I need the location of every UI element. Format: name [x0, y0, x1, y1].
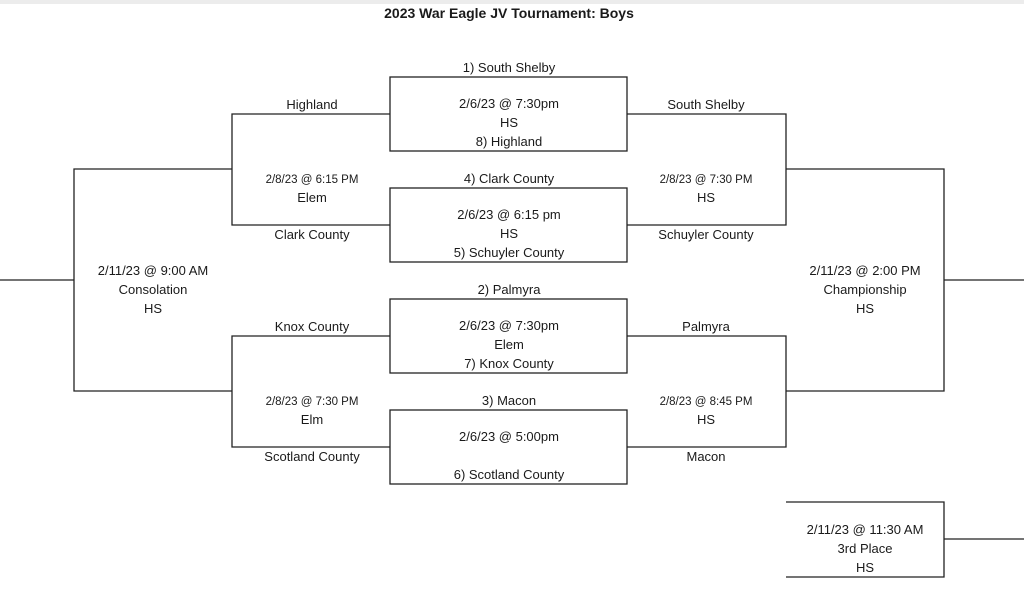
- consolation-semi-2: [231, 335, 390, 448]
- game-site: Elem: [494, 337, 524, 352]
- team-label: 5) Schuyler County: [453, 245, 565, 260]
- game-date: 2/11/23 @ 11:30 AM: [806, 522, 924, 537]
- game-date: 2/6/23 @ 6:15 pm: [457, 207, 561, 222]
- team-label: 1) South Shelby: [462, 60, 556, 75]
- game-label: 3rd Place: [837, 541, 893, 556]
- game-date: 2/8/23 @ 8:45 PM: [659, 396, 753, 408]
- team-label: Schuyler County: [658, 227, 754, 242]
- game-site: HS: [499, 226, 519, 241]
- top-border: [0, 0, 1024, 4]
- game-label: Consolation: [118, 282, 188, 297]
- game-site: HS: [855, 301, 875, 316]
- team-label: South Shelby: [667, 97, 745, 112]
- game-label: Championship: [823, 282, 907, 297]
- team-label: Highland: [286, 97, 338, 112]
- game-site: Elm: [300, 412, 324, 427]
- team-label: 2) Palmyra: [477, 282, 541, 297]
- team-label: Knox County: [274, 319, 350, 334]
- game-date: 2/8/23 @ 7:30 PM: [659, 174, 753, 186]
- team-label: 6) Scotland County: [453, 467, 565, 482]
- team-label: Clark County: [274, 227, 350, 242]
- game-date: 2/8/23 @ 7:30 PM: [265, 396, 359, 408]
- game-date: 2/8/23 @ 6:15 PM: [265, 174, 359, 186]
- championship-bracket: [786, 168, 945, 392]
- game-date: 2/11/23 @ 9:00 AM: [97, 263, 209, 278]
- game-site: HS: [696, 190, 716, 205]
- team-label: 8) Highland: [475, 134, 543, 149]
- team-label: Palmyra: [682, 319, 730, 334]
- game-site: HS: [696, 412, 716, 427]
- winners-semi-2: [627, 335, 787, 448]
- team-label: 3) Macon: [481, 393, 537, 408]
- page-title: 2023 War Eagle JV Tournament: Boys: [384, 5, 634, 21]
- game-site: HS: [143, 301, 163, 316]
- team-label: Macon: [686, 449, 726, 464]
- team-label: 4) Clark County: [463, 171, 555, 186]
- team-label: 7) Knox County: [464, 356, 554, 371]
- game-site: Elem: [297, 190, 327, 205]
- consolation-final-bracket: [73, 168, 232, 392]
- winners-semi-1: [627, 113, 787, 226]
- game-site: HS: [499, 115, 519, 130]
- game-date: 2/11/23 @ 2:00 PM: [809, 263, 921, 278]
- game-site: HS: [855, 560, 875, 575]
- game-date: 2/6/23 @ 7:30pm: [459, 96, 559, 111]
- consolation-semi-1: [231, 113, 390, 226]
- game-date: 2/6/23 @ 5:00pm: [459, 429, 559, 444]
- game-date: 2/6/23 @ 7:30pm: [459, 318, 559, 333]
- team-label: Scotland County: [264, 449, 360, 464]
